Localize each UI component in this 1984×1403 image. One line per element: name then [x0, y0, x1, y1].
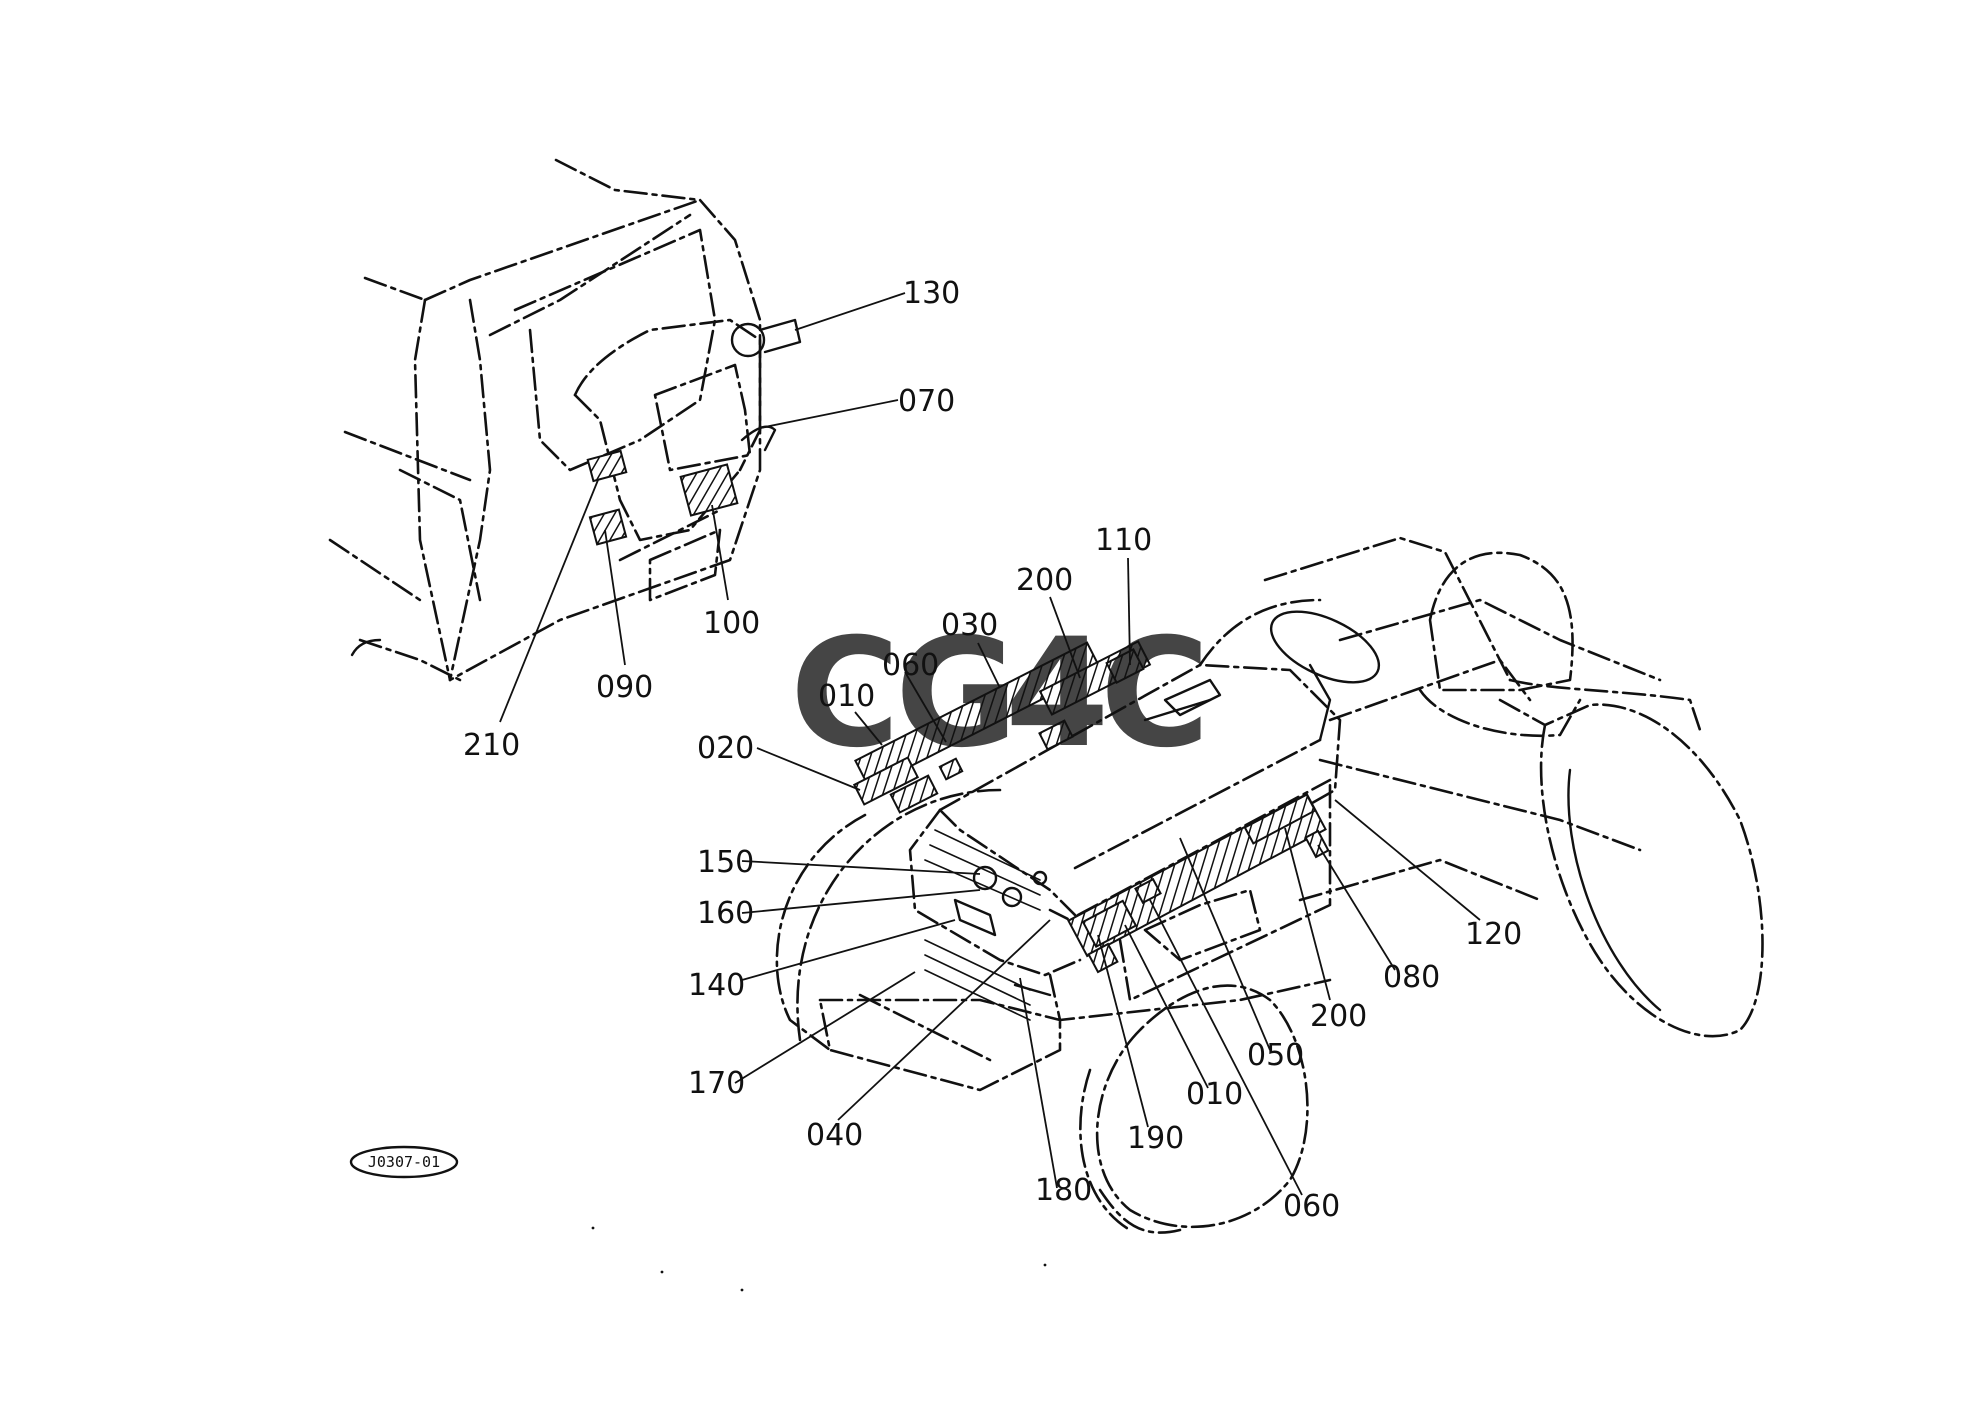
scan-specks [591, 1226, 1047, 1292]
part-label-210: 210 [463, 728, 520, 763]
drawing-reference: J0307-01 [368, 1153, 440, 1171]
part-label-040: 040 [806, 1118, 863, 1153]
watermark-letter-3: 4 [1005, 607, 1109, 781]
part-label-190: 190 [1127, 1121, 1184, 1156]
detached-decals [852, 640, 1152, 814]
leader-lines [499, 292, 1481, 1196]
part-label-010-bottom: 010 [1186, 1077, 1243, 1112]
part-label-150: 150 [697, 845, 754, 880]
part-label-070: 070 [898, 384, 955, 419]
part-label-200-bottom: 200 [1310, 999, 1367, 1034]
part-label-020: 020 [697, 731, 754, 766]
tractor-body [775, 536, 1764, 1234]
part-label-080: 080 [1383, 960, 1440, 995]
watermark-letter-4: C [1100, 607, 1210, 781]
part-label-100: 100 [703, 606, 760, 641]
dashboard-detail [328, 158, 802, 682]
part-label-120: 120 [1465, 917, 1522, 952]
part-label-130: 130 [903, 276, 960, 311]
part-label-170: 170 [688, 1066, 745, 1101]
part-label-200-top: 200 [1016, 563, 1073, 598]
part-label-140: 140 [688, 968, 745, 1003]
part-label-060-top: 060 [882, 648, 939, 683]
part-label-060-bottom: 060 [1283, 1189, 1340, 1224]
watermark-letter-1: C [790, 607, 900, 781]
part-label-160: 160 [697, 896, 754, 931]
part-label-010-top: 010 [818, 679, 875, 714]
part-label-180: 180 [1035, 1173, 1092, 1208]
part-label-110: 110 [1095, 523, 1152, 558]
watermark-logo: C G 4 C [790, 607, 1210, 781]
part-label-050: 050 [1247, 1038, 1304, 1073]
watermark-letter-2: G [895, 607, 1018, 781]
drawing-reference-badge: J0307-01 [349, 1145, 459, 1179]
part-label-030: 030 [941, 608, 998, 643]
part-label-090: 090 [596, 670, 653, 705]
part-labels: 130 070 100 090 210 110 200 030 060 010 … [463, 276, 1522, 1224]
